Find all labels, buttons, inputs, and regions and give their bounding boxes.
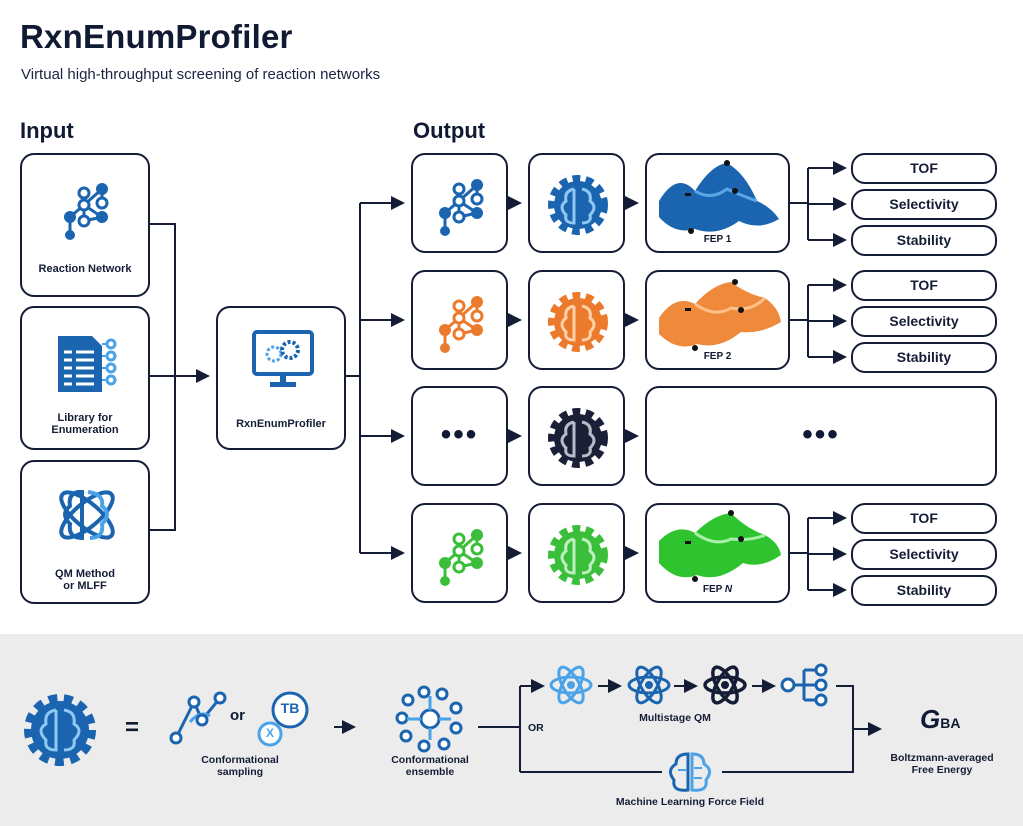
ellipsis: ••• [802, 418, 840, 451]
energy-surface-icon [659, 160, 779, 234]
equals-sign: = [125, 714, 140, 741]
document-library-icon [58, 336, 117, 392]
gear-brain-icon [548, 292, 608, 352]
input-label: Library for Enumeration [51, 412, 119, 436]
gear-brain-icon [548, 525, 608, 585]
bottom-panel: = or TB X Conformational sampling Confor… [0, 634, 1023, 826]
atom-icon [627, 665, 671, 705]
row3-gear-box [528, 386, 625, 486]
fep-label: FEP 2 [703, 351, 732, 362]
energy-surface-icon [659, 510, 781, 582]
input-heading: Input [20, 118, 74, 143]
metric-selectivity: Selectivity [851, 189, 997, 220]
row1-fep-box: FEP 1 [645, 153, 790, 253]
metric-tof: TOF [851, 270, 997, 301]
input-label: Reaction Network [38, 263, 132, 275]
multistage-qm-label: Multistage QM [639, 712, 711, 724]
input-qm-method: QM Method or MLFF [20, 460, 150, 604]
metric-stability: Stability [851, 575, 997, 606]
atom-brain-icon [59, 490, 115, 541]
input-reaction-network: Reaction Network [20, 153, 150, 297]
conformational-ensemble-label: Conformational ensemble [391, 754, 469, 778]
page-title: RxnEnumProfiler [20, 18, 293, 55]
ellipsis: ••• [440, 418, 479, 451]
row2-network-box [411, 270, 508, 370]
tb-label: TB [280, 700, 300, 716]
metric-stability: Stability [851, 342, 997, 373]
gear-brain-icon [24, 694, 96, 766]
fep-prefix: FEP [702, 584, 725, 595]
row1-gear-box [528, 153, 625, 253]
metric-stability: Stability [851, 225, 997, 256]
fep-n: N [724, 584, 733, 595]
conformational-ensemble-icon [395, 685, 463, 753]
network-icon [439, 296, 484, 353]
network-icon [439, 529, 484, 586]
brain-icon [669, 752, 711, 792]
monitor-gears-icon [252, 330, 314, 387]
input-library: Library for Enumeration [20, 306, 150, 450]
g-main: G [920, 704, 941, 734]
or-caps-label: OR [528, 722, 544, 734]
gear-brain-icon [548, 175, 608, 235]
page-subtitle: Virtual high-throughput screening of rea… [21, 66, 381, 83]
input-label: QM Method or MLFF [55, 568, 115, 592]
g-subscript: BA [940, 715, 961, 731]
gear-brain-icon [548, 408, 608, 468]
connector-lines [150, 161, 847, 597]
conformational-sampling-icon [169, 691, 227, 745]
network-icon [439, 179, 484, 236]
conformational-sampling-label: Conformational sampling [201, 754, 279, 778]
g-symbol: GBA [920, 704, 960, 735]
row4-fep-box: FEP N [645, 503, 790, 603]
row1-network-box [411, 153, 508, 253]
row3-ellipsis-box: ••• [411, 386, 508, 486]
energy-surface-icon [659, 279, 781, 351]
tb-x-icon [257, 691, 309, 747]
boltzmann-label: Boltzmann-averaged Free Energy [890, 752, 994, 776]
x-label: X [265, 726, 274, 740]
fep-label: FEP 1 [703, 234, 732, 245]
row2-gear-box [528, 270, 625, 370]
atom-icon [549, 665, 593, 705]
fep-label: FEP N [647, 584, 788, 595]
row4-network-box [411, 503, 508, 603]
output-heading: Output [413, 118, 486, 143]
row4-gear-box [528, 503, 625, 603]
network-icon [64, 183, 109, 240]
atom-icon [703, 665, 747, 705]
metric-selectivity: Selectivity [851, 539, 997, 570]
metric-tof: TOF [851, 153, 997, 184]
rxnenumprofiler-box: RxnEnumProfiler [216, 306, 346, 450]
mlff-label: Machine Learning Force Field [615, 796, 765, 808]
branch-nodes-icon [780, 663, 828, 707]
metric-tof: TOF [851, 503, 997, 534]
or-label: or [230, 707, 245, 724]
row3-ellipsis-wide-box: ••• [645, 386, 997, 486]
bottom-connectors [334, 679, 882, 773]
center-label: RxnEnumProfiler [236, 418, 326, 430]
metric-selectivity: Selectivity [851, 306, 997, 337]
row2-fep-box: FEP 2 [645, 270, 790, 370]
